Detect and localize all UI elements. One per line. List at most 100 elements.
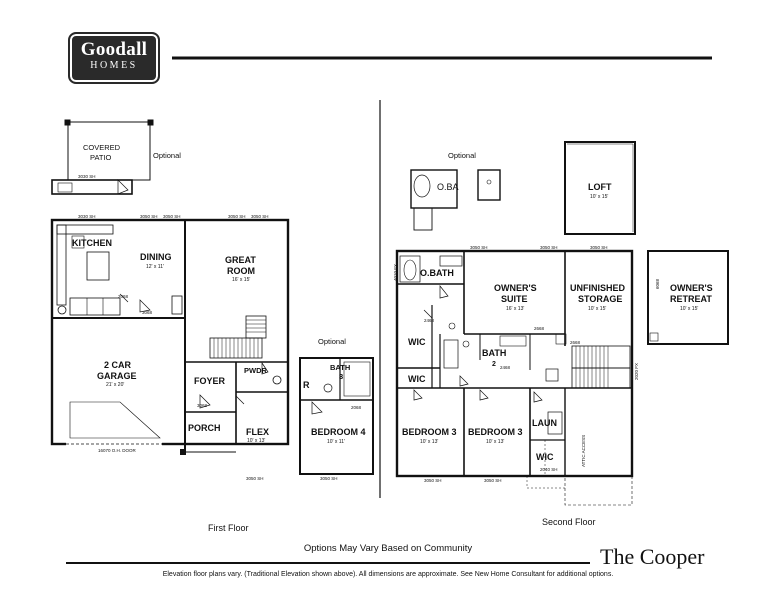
loft-dimension: 10' x 15' [590, 194, 608, 200]
covered-patio-label-2: PATIO [90, 153, 112, 162]
r-marker: R [303, 380, 310, 390]
garage-overhead-door-label: 16070 O.H. DOOR [98, 448, 137, 453]
patio-post [64, 119, 71, 126]
wic-label-1: WIC [408, 337, 426, 347]
bath3-door-label: 2068 [351, 405, 362, 410]
dining-label: DINING [140, 252, 172, 262]
garage-door-panel [69, 401, 161, 439]
kitchen-window-label: 3030 SH [78, 214, 96, 219]
first-floor-plan [50, 119, 374, 475]
bedroom3a-label: BEDROOM 3 [402, 427, 457, 437]
first-floor-stairs [209, 337, 263, 359]
owners-suite-label-2: SUITE [501, 294, 528, 304]
attic-area-outline [564, 387, 633, 506]
suite-window-label: 3050 SH [470, 245, 488, 250]
owners-suite-dimension: 16' x 13' [506, 306, 524, 312]
great-window-label: 3050 SH [228, 214, 246, 219]
porch-door-label: 3068 [197, 403, 208, 408]
bedroom3b-label: BEDROOM 3 [468, 427, 523, 437]
pwdr-toilet [272, 375, 282, 385]
retreat-door-label: 6068 [655, 278, 660, 289]
disclaimer: Elevation floor plans vary. (Traditional… [162, 571, 614, 578]
storage-door-label: 2668 [570, 340, 581, 345]
unfinished-storage-label-2: STORAGE [578, 294, 622, 304]
optional-obath-outline [410, 169, 458, 209]
bedroom4-option-outline [299, 357, 374, 475]
plan-name: The Cooper [600, 544, 705, 569]
garage-label: 2 CAR [104, 360, 132, 370]
great-room-label: GREAT [225, 255, 256, 265]
flex-window-label: 3050 SH [246, 476, 264, 481]
second-floor-plan [395, 141, 729, 506]
goodall-homes-logo: Goodall HOMES [68, 32, 160, 84]
dining-window-label-2: 3050 SH [163, 214, 181, 219]
pantry [171, 295, 183, 315]
attic-access-label: ATTIC ACCESS [581, 435, 586, 467]
kitchen-label: KITCHEN [72, 238, 112, 248]
first-floor-caption: First Floor [208, 523, 249, 533]
garage-label-2: GARAGE [97, 371, 137, 381]
patio-window-label: 3030 SH [78, 174, 96, 179]
bedroom4-dimension: 10' x 11' [327, 439, 345, 445]
unfinished-storage-label: UNFINISHED [570, 283, 626, 293]
bedroom4-label: BEDROOM 4 [311, 427, 366, 437]
great-room-label-2: ROOM [227, 266, 255, 276]
second-floor-outer-wall [395, 249, 634, 478]
obath-label: O.BATH [420, 268, 454, 278]
bedroom3b-dimension: 10' x 13' [486, 439, 504, 445]
logo-subtitle: HOMES [90, 60, 138, 71]
unfinished-storage-dimension: 10' x 15' [588, 306, 606, 312]
dining-window-label: 3050 SH [140, 214, 158, 219]
owners-retreat-label-2: RETREAT [670, 294, 712, 304]
garage-dimension: 21' x 20' [106, 382, 124, 388]
bath2-label-2: 2 [492, 361, 496, 368]
owners-retreat-dimension: 10' x 15' [680, 306, 698, 312]
loft-outline [564, 141, 636, 235]
obath-window-label: 4010 FX [393, 264, 398, 281]
covered-patio-label: COVERED [83, 143, 121, 152]
wic-label-3: WIC [536, 452, 554, 462]
kitchen-door-label: 2068 [118, 294, 129, 299]
kitchen-island [86, 251, 110, 281]
patio-optional-label: Optional [153, 151, 181, 160]
bedroom4-optional-label: Optional [318, 337, 346, 346]
owners-retreat-outline [647, 250, 729, 345]
suite-window-label-2: 3050 SH [540, 245, 558, 250]
wic-door-label: 2468 [424, 318, 435, 323]
great-window-label-2: 3050 SH [251, 214, 269, 219]
bath2-label: BATH [482, 348, 506, 358]
bath2-door-label: 2468 [500, 365, 511, 370]
porch-label: PORCH [188, 423, 221, 433]
options-note: Options May Vary Based on Community [303, 543, 473, 554]
patio-door-swing [117, 179, 129, 195]
obath-optional-label: Optional [448, 151, 476, 160]
bath3-label-2: 3 [339, 372, 343, 381]
garage-door-label: 3068 [142, 310, 153, 315]
bedroom3b-window-label: 3050 SH [484, 478, 502, 483]
patio-post [147, 119, 154, 126]
water-heater [57, 305, 67, 315]
optional-obath-label: O.BA [437, 182, 459, 192]
great-room-dimension: 16' x 15' [232, 277, 250, 283]
storage-window-label: 3050 SH [590, 245, 608, 250]
patio-sink [57, 182, 73, 193]
patio-kitchen-option [51, 179, 133, 195]
wic-window-label: 2040 SH [540, 467, 558, 472]
first-floor-outer-wall [50, 218, 290, 446]
logo-wordmark: Goodall [80, 39, 148, 60]
bath3-label: BATH [330, 363, 350, 372]
bedroom3a-dimension: 10' x 13' [420, 439, 438, 445]
suite-door-label: 2668 [534, 326, 545, 331]
pwdr-label: PWDR [244, 366, 267, 375]
bedroom3a-window-label: 3050 SH [424, 478, 442, 483]
dining-dimension: 12' x 11' [146, 264, 164, 270]
laundry-label: LAUN [532, 418, 557, 428]
stair-window-label: 2020 FX [634, 363, 639, 380]
wic-label-2: WIC [408, 374, 426, 384]
flex-dimension: 10' x 13' [247, 438, 265, 444]
bedroom4-window-label: 3050 SH [320, 476, 338, 481]
loft-label: LOFT [588, 182, 612, 192]
